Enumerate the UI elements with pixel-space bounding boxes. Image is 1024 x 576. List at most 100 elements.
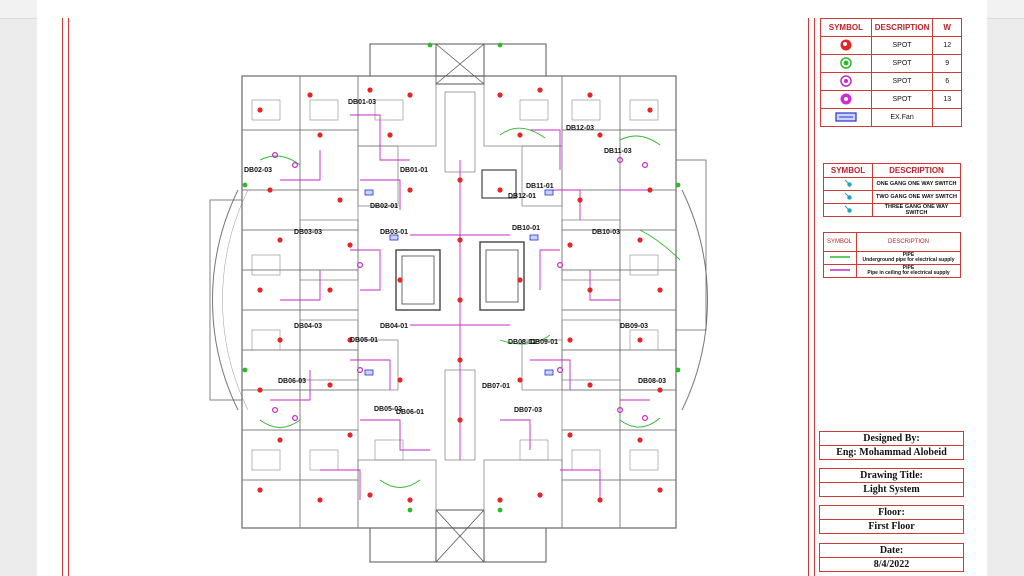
panel-label: DB04-03 bbox=[294, 323, 322, 330]
room bbox=[561, 129, 621, 191]
sheet-border-right-1 bbox=[808, 18, 809, 576]
room bbox=[241, 269, 301, 311]
room bbox=[561, 229, 621, 271]
ceiling-pipe bbox=[350, 114, 410, 161]
red-spot bbox=[407, 92, 413, 98]
exhaust-fan bbox=[544, 189, 554, 196]
room bbox=[299, 479, 359, 529]
bottom-balcony bbox=[369, 527, 547, 563]
legend-light-description: SPOT bbox=[870, 90, 934, 109]
room bbox=[299, 229, 359, 271]
room bbox=[241, 429, 301, 481]
exhaust-fan-icon bbox=[820, 108, 872, 127]
underground-pipe bbox=[619, 417, 661, 428]
red-spot bbox=[597, 132, 603, 138]
room bbox=[483, 459, 563, 529]
legend-light-watt bbox=[932, 108, 962, 127]
switch-icon bbox=[823, 190, 873, 204]
furniture bbox=[374, 439, 404, 461]
panel-label: DB12-01 bbox=[508, 193, 536, 200]
switch-icon bbox=[823, 203, 873, 217]
room bbox=[619, 479, 677, 529]
legend-pipe-tag: PIPE bbox=[902, 265, 915, 271]
apartment-rooms bbox=[241, 75, 677, 529]
furniture bbox=[309, 449, 339, 471]
room bbox=[357, 339, 399, 391]
exhaust-fan bbox=[364, 369, 374, 376]
panel-label: DB07-03 bbox=[514, 407, 542, 414]
legend-pipes-header-symbol: SYMBOL bbox=[823, 232, 857, 252]
green-spot bbox=[407, 507, 413, 513]
red-spot bbox=[517, 277, 523, 283]
drawing-title-block: Drawing Title: Light System bbox=[819, 468, 964, 497]
panel-label: DB02-03 bbox=[244, 167, 272, 174]
date-value: 8/4/2022 bbox=[820, 557, 963, 571]
floor-label: Floor: bbox=[878, 507, 905, 518]
elevator-core-right bbox=[479, 241, 525, 311]
red-spot-icon bbox=[820, 36, 872, 55]
magenta-spot bbox=[291, 161, 298, 168]
pipe-network bbox=[259, 114, 681, 500]
panel-label: DB03-01 bbox=[380, 229, 408, 236]
magenta-spot bbox=[271, 151, 278, 158]
panel-label: DB05-03 bbox=[374, 406, 402, 413]
green-spot-icon bbox=[820, 54, 872, 73]
red-spot bbox=[517, 132, 523, 138]
room bbox=[299, 189, 359, 231]
red-spot bbox=[497, 92, 503, 98]
red-spot bbox=[257, 287, 263, 293]
outer-curve-left bbox=[211, 189, 239, 411]
legend-lights-header-symbol: SYMBOL bbox=[820, 18, 872, 37]
panel-label: DB10-01 bbox=[512, 225, 540, 232]
red-spot bbox=[337, 197, 343, 203]
designed-by-value: Eng: Mohammad Alobeid bbox=[820, 445, 963, 459]
room bbox=[561, 309, 621, 351]
panel-label: DB06-03 bbox=[278, 378, 306, 385]
panel-label: DB03-03 bbox=[294, 229, 322, 236]
panel-label: DB04-01 bbox=[380, 323, 408, 330]
green-spot bbox=[497, 42, 503, 48]
floor-block: Floor: First Floor bbox=[819, 505, 964, 534]
furniture bbox=[629, 99, 659, 121]
exhaust-fan bbox=[529, 234, 539, 241]
underground-pipe bbox=[499, 334, 551, 345]
red-spot bbox=[277, 337, 283, 343]
room bbox=[241, 229, 301, 271]
room bbox=[241, 479, 301, 529]
red-spot bbox=[327, 287, 333, 293]
ceiling-pipe bbox=[560, 469, 601, 500]
left-balcony bbox=[209, 199, 243, 401]
room bbox=[561, 319, 621, 381]
legend-pipes-header-description: DESCRIPTION bbox=[856, 232, 961, 252]
drawing-title-label: Drawing Title: bbox=[860, 470, 923, 481]
furniture bbox=[374, 99, 404, 121]
red-spot bbox=[587, 382, 593, 388]
red-spot bbox=[397, 377, 403, 383]
room bbox=[299, 309, 359, 351]
furniture bbox=[251, 449, 281, 471]
red-spot bbox=[397, 277, 403, 283]
furniture bbox=[251, 254, 281, 276]
ceiling-pipe bbox=[530, 359, 571, 390]
underground-pipe bbox=[639, 229, 681, 261]
green-spot bbox=[242, 367, 248, 373]
legend-switch-description: THREE GANG ONE WAY SWITCH bbox=[872, 203, 961, 217]
ceiling-pipe bbox=[360, 179, 401, 210]
designed-by-label: Designed By: bbox=[863, 433, 920, 444]
magenta-spot bbox=[617, 156, 624, 163]
room bbox=[619, 429, 677, 481]
red-spot bbox=[567, 432, 573, 438]
red-spot bbox=[367, 87, 373, 93]
room bbox=[521, 339, 563, 391]
room bbox=[357, 145, 399, 207]
red-spot bbox=[457, 177, 463, 183]
red-spot bbox=[577, 197, 583, 203]
furniture bbox=[251, 329, 281, 351]
outer-curve-left-inner bbox=[222, 189, 249, 411]
red-spot bbox=[367, 492, 373, 498]
legend-light-watt: 12 bbox=[932, 36, 962, 55]
sheet-border-right-2 bbox=[814, 18, 815, 576]
ceiling-pipe bbox=[350, 359, 391, 390]
ceiling-pipe bbox=[550, 189, 581, 220]
outer-curve-right bbox=[681, 189, 709, 411]
